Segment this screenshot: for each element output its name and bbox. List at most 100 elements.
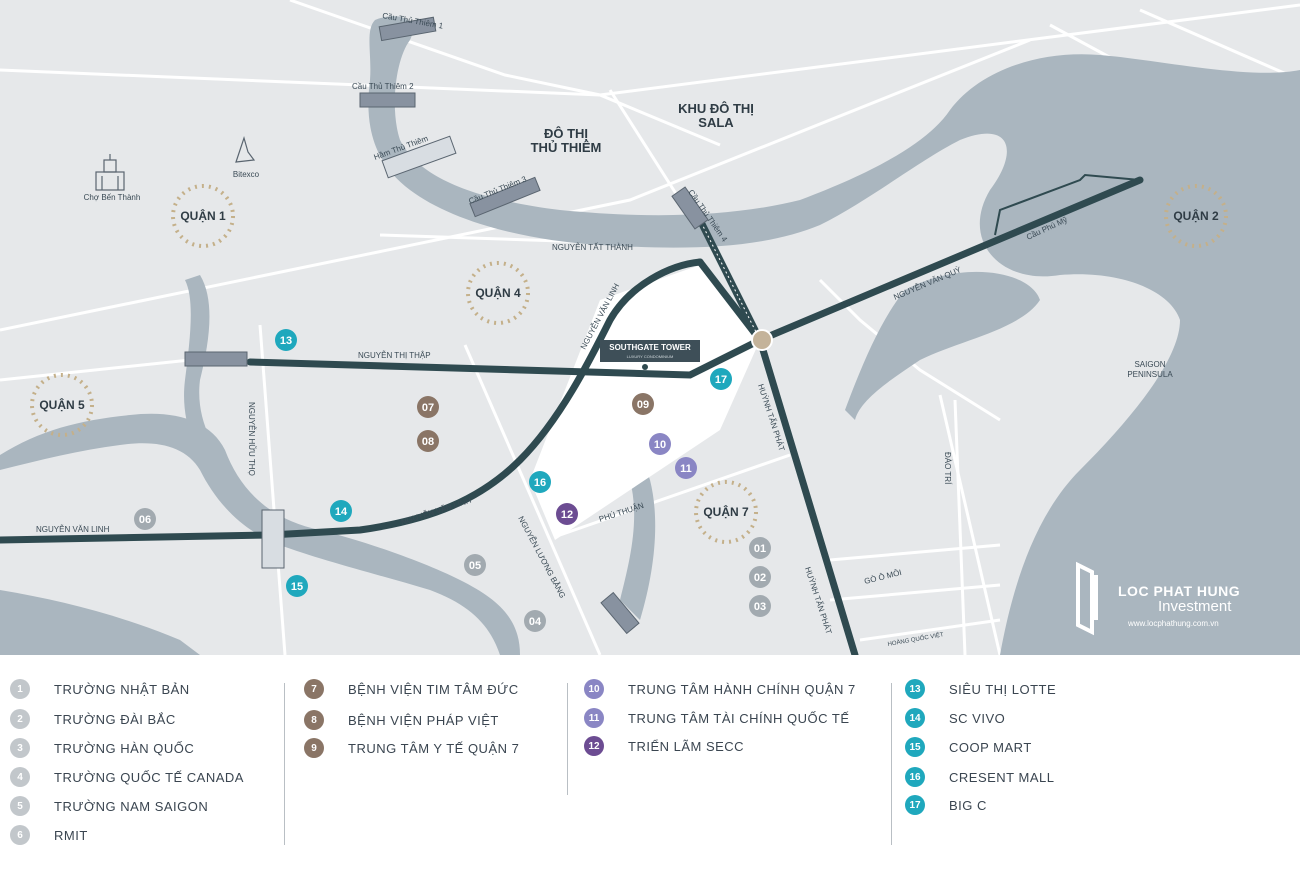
legend-marker: 1 [10,679,30,699]
poi-13-number: 13 [280,335,292,347]
poi-15[interactable] [286,575,308,597]
road-nguyen-huu-tho: NGUYỄN HỮU THỌ [247,402,256,476]
label-bitexco: Bitexco [233,170,260,179]
poi-01[interactable] [749,537,771,559]
legend-divider [284,683,285,845]
bridges [184,16,709,635]
legend-item-7: 7 BỆNH VIỆN TIM TÂM ĐỨC [304,679,519,699]
district-quan-7: QUẬN 7 [703,504,749,519]
legend-label: TRƯỜNG NHẬT BẢN [54,681,190,697]
legend-marker: 14 [905,708,925,728]
legend-marker: 4 [10,767,30,787]
legend-divider [567,683,568,795]
legend-item-16: 16 CRESENT MALL [905,767,1054,787]
poi-04[interactable] [524,610,546,632]
legend-marker: 2 [10,709,30,729]
road-nguyen-tat-thanh: NGUYỄN TẤT THÀNH [552,242,633,252]
project-pin [642,364,648,370]
poi-14[interactable] [330,500,352,522]
district-quan-4: QUẬN 4 [475,285,521,300]
poi-02-number: 02 [754,572,766,584]
legend-item-12: 12 TRIỂN LÃM SECC [584,736,744,756]
legend: 1 TRƯỜNG NHẬT BẢN 2 TRƯỜNG ĐÀI BẮC 3 TRƯ… [0,655,1300,870]
legend-marker: 6 [10,825,30,845]
poi-15-number: 15 [291,581,303,593]
road-dao-tri: ĐÀO TRÍ [943,452,952,485]
poi-17[interactable] [710,368,732,390]
area-sala-line2: SALA [698,115,734,130]
road-nguyen-thi-thap: NGUYỄN THỊ THẬP [358,351,431,360]
poi-13[interactable] [275,329,297,351]
legend-item-8: 8 BỆNH VIỆN PHÁP VIỆT [304,710,499,730]
area-thu-thiem-line1: ĐÔ THỊ [544,126,588,141]
legend-marker: 15 [905,737,925,757]
project-label-box [600,340,700,362]
brand-block: LOC PHAT HUNG Investment www.locphathung… [1072,555,1282,635]
legend-label: TRIỂN LÃM SECC [628,738,745,754]
poi-02[interactable] [749,566,771,588]
legend-divider [891,683,892,845]
road-nguyen-van-linh-2: NGUYỄN VĂN LINH [36,525,110,534]
poi-06-number: 06 [139,514,151,526]
poi-12[interactable] [556,503,578,525]
legend-label: TRUNG TÂM HÀNH CHÍNH QUẬN 7 [628,681,856,697]
legend-marker: 13 [905,679,925,699]
poi-07[interactable] [417,396,439,418]
poi-markers: 13 17 07 09 08 10 11 16 12 14 06 05 15 0… [134,329,771,632]
brand-url[interactable]: www.locphathung.com.vn [1128,619,1219,628]
legend-item-5: 5 TRƯỜNG NAM SAIGON [10,796,208,816]
roundabout [751,329,773,351]
legend-label: CRESENT MALL [949,769,1055,785]
district-quan-2: QUẬN 2 [1173,208,1219,223]
project-name: SOUTHGATE TOWER [609,343,691,352]
legend-item-10: 10 TRUNG TÂM HÀNH CHÍNH QUẬN 7 [584,679,856,699]
location-map: QUẬN 1 QUẬN 2 QUẬN 4 QUẬN 5 QUẬN 7 KHU Đ… [0,0,1300,655]
district-quan-5: QUẬN 5 [39,397,85,412]
area-thu-thiem-line2: THỦ THIÊM [531,140,602,155]
legend-item-9: 9 TRUNG TÂM Y TẾ QUẬN 7 [304,738,519,758]
label-cau-thu-thiem-2: Cầu Thủ Thiêm 2 [352,82,414,91]
legend-label: RMIT [54,827,88,843]
legend-marker: 7 [304,679,324,699]
legend-label: SC VIVO [949,710,1006,726]
poi-11[interactable] [675,457,697,479]
legend-label: BỆNH VIỆN TIM TÂM ĐỨC [348,681,519,697]
poi-03[interactable] [749,595,771,617]
poi-16-number: 16 [534,477,546,489]
legend-item-14: 14 SC VIVO [905,708,1005,728]
legend-marker: 17 [905,795,925,815]
legend-label: COOP MART [949,739,1032,755]
district-quan-1: QUẬN 1 [180,208,226,223]
legend-item-11: 11 TRUNG TÂM TÀI CHÍNH QUỐC TẾ [584,708,850,728]
poi-16[interactable] [529,471,551,493]
legend-label: TRƯỜNG NAM SAIGON [54,798,209,814]
legend-label: BỆNH VIỆN PHÁP VIỆT [348,712,499,728]
bitexco-icon [235,135,256,163]
poi-08-number: 08 [422,436,434,448]
poi-03-number: 03 [754,601,766,613]
legend-item-17: 17 BIG C [905,795,987,815]
poi-08[interactable] [417,430,439,452]
legend-label: BIG C [949,797,987,813]
legend-label: TRƯỜNG QUỐC TẾ CANADA [54,769,244,785]
brand-name: LOC PHAT HUNG [1118,583,1241,599]
poi-06[interactable] [134,508,156,530]
poi-10[interactable] [649,433,671,455]
cho-ben-thanh-icon [95,154,125,191]
poi-01-number: 01 [754,543,766,555]
legend-item-2: 2 TRƯỜNG ĐÀI BẮC [10,709,176,729]
legend-item-13: 13 SIÊU THỊ LOTTE [905,679,1056,699]
legend-label: TRƯỜNG HÀN QUỐC [54,740,195,756]
poi-09-number: 09 [637,399,649,411]
legend-item-15: 15 COOP MART [905,737,1032,757]
poi-05[interactable] [464,554,486,576]
poi-11-number: 11 [680,463,692,475]
brand-sub: Investment [1158,598,1232,615]
poi-07-number: 07 [422,402,434,414]
poi-09[interactable] [632,393,654,415]
area-sala-line1: KHU ĐÔ THỊ [678,101,754,116]
legend-marker: 12 [584,736,604,756]
legend-item-6: 6 RMIT [10,825,88,845]
label-peninsula: PENINSULA [1127,370,1173,379]
loc-phat-hung-logo-icon [1076,561,1098,636]
